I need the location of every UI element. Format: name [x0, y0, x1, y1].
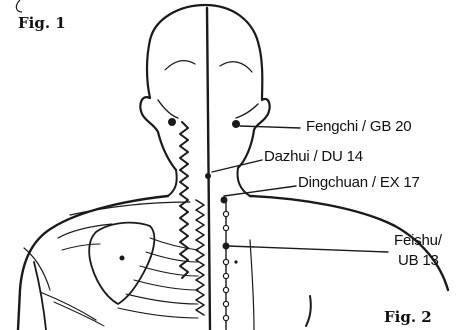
- label-dazhui: Dazhui / DU 14: [264, 148, 363, 166]
- head-outline-left: [140, 40, 176, 170]
- head-outline: [150, 5, 270, 168]
- figure-2-label: Fig. 2: [384, 308, 432, 326]
- label-feishu-line1: Feishu/: [394, 232, 442, 250]
- scapula: [89, 223, 154, 304]
- label-dingchuan: Dingchuan / EX 17: [298, 174, 420, 192]
- point-fengchi-right: [232, 120, 240, 128]
- leader-feishu: [228, 246, 388, 252]
- point-dazhui: [205, 173, 211, 179]
- left-shoulder: [18, 196, 168, 330]
- figure-1-label: Fig. 1: [18, 14, 66, 32]
- point-feishu: [223, 243, 230, 250]
- leader-fengchi: [240, 126, 300, 128]
- label-fengchi: Fengchi / GB 20: [306, 118, 411, 136]
- label-feishu-line2: UB 13: [398, 252, 439, 270]
- neck-outline: [168, 170, 177, 196]
- point-fengchi-left: [168, 118, 176, 126]
- spine-zigzag: [180, 122, 188, 278]
- point-dingchuan: [221, 197, 228, 204]
- midline: [207, 8, 210, 330]
- leader-dingchuan: [224, 186, 296, 196]
- corner-mark: [16, 0, 22, 12]
